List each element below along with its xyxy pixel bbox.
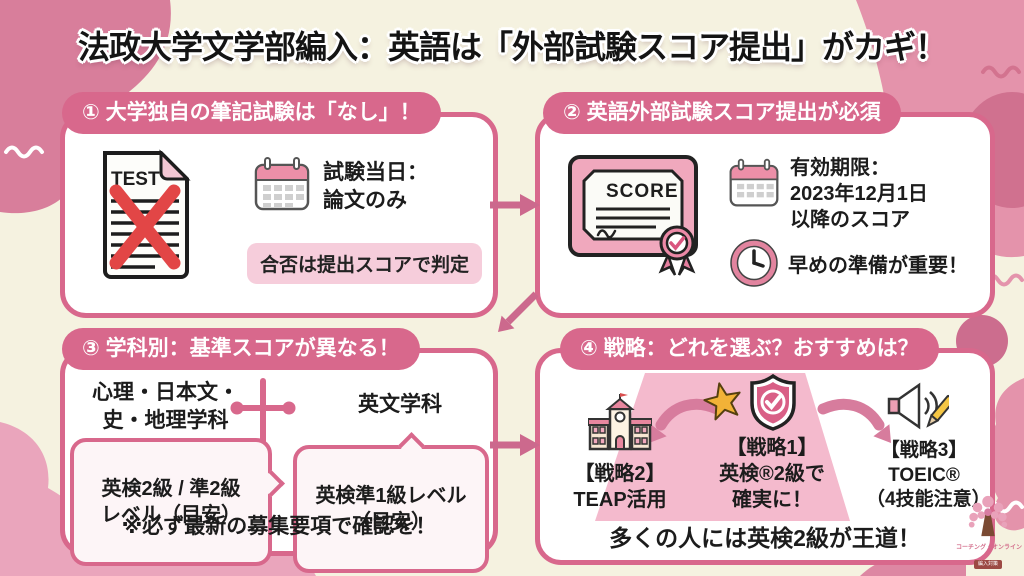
prep-text: 早めの準備が重要！ [788,255,968,277]
strategy3-text: 【戦略3】 TOEIC® （4技能注意） [866,440,991,511]
box1-card: TEST 試験当日： 論文のみ 合否は提出スコアで判定 [60,112,498,318]
requirements-note: ※必ず最新の募集要項で確認を！ [121,515,437,538]
level-right-text: 英検準1級レベル （目安） [315,485,467,533]
shield-check-icon [750,373,796,431]
strategy2-text: 【戦略2】 TEAP活用 [573,463,667,511]
blossom-tree-icon [968,495,1008,537]
test-document-icon: TEST [103,149,191,279]
level-left-text: 英検2級 / 準2級 レベル（目安） [101,478,241,526]
blob-right-edge [988,378,1024,531]
box2-header: ② 英語外部試験スコア提出が必須 [543,92,901,134]
calendar-icon [729,158,779,207]
squiggle-pink-topright-icon [981,65,1021,79]
strategy1-text: 【戦略1】 英検®2級で 確実に！ [719,437,825,511]
level-bubble-left: 英検2級 / 準2級 レベル（目安） [70,438,285,566]
box1-header: ① 大学独自の筆記試験は「なし」！ [62,92,441,134]
school-icon [588,393,652,451]
curved-arrow-right-icon [817,398,885,431]
page-title: 法政大学文学部編入：英語は「外部試験スコア提出」がカギ！ [77,29,947,65]
level-bubble-right: 英検準1級レベル （目安） [293,432,489,573]
calendar-icon [254,157,310,211]
curved-arrow-left-icon [655,398,723,431]
score-label: SCORE [606,181,679,202]
box4-card: 【戦略1】 英検®2級で 確実に！ 【戦略2】 TEAP活用 [535,348,995,565]
box4-header: ④ 戦略：どれを選ぶ？おすすめは？ [560,328,939,370]
conclusion-text: 多くの人には英検2級が王道！ [609,525,921,551]
brand-logo: コーチング・オンライン 編入対策 [956,494,1023,570]
star-icon [703,382,741,421]
squiggle-white-left-icon [4,145,44,159]
validity-text: 有効期限： 2023年12月1日 以降のスコア [790,157,928,231]
box2-card: SCORE 有効期限： 2023年12月1日 以降のスコア [535,112,995,318]
megaphone-pencil-icon [887,382,949,430]
bubble-pointer [398,432,426,459]
test-label: TEST [111,169,160,190]
clock-icon [730,239,778,287]
departments-left-label: 心理・日本文・ 史・地理学科 [92,381,239,433]
box3-header: ③ 学科別：基準スコアが異なる！ [62,328,420,370]
exam-day-text: 試験当日： 論文のみ [323,161,428,213]
score-judgement-badge: 合否は提出スコアで判定 [247,243,483,284]
score-certificate-icon: SCORE [568,155,698,276]
red-cross-icon [109,184,181,270]
logo-text: コーチング・オンライン [956,545,1023,551]
department-right-label: 英文学科 [358,393,442,416]
logo-badge: 編入対策 [973,560,1002,569]
strategy-arrows [649,398,891,443]
box3-card: 心理・日本文・ 史・地理学科 英検2級 / 準2級 レベル（目安） 英文学科 英… [60,348,498,573]
ribbon-check-icon [658,225,696,276]
